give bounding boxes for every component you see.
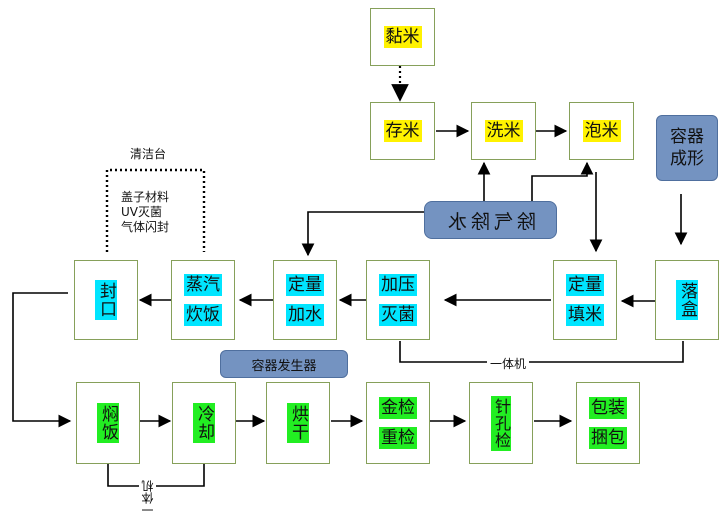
node-jinjian-label-1: 金检	[379, 397, 417, 419]
node-cunmi-label: 存米	[383, 120, 422, 142]
node-fengkou: 封口	[74, 260, 138, 340]
node-ximi: 洗米	[471, 102, 536, 160]
node-rongqi-chengxing: 容器成形	[656, 115, 718, 181]
node-rongqi-fashengqi-label: 容器发生器	[251, 358, 317, 374]
node-jiaya-label-2: 灭菌	[379, 304, 417, 326]
node-luohe: 落盒	[655, 260, 719, 340]
node-paomi-label: 泡米	[582, 120, 621, 142]
label-uv-miejun: UV灭菌	[121, 205, 162, 219]
label-qiti-shanfeng: 气体闪封	[121, 220, 170, 234]
label-yitiji-top: 一体机	[487, 355, 530, 372]
node-baozhuang-label-1: 包装	[589, 397, 627, 419]
node-zhengqi-label-2: 炊饭	[184, 304, 222, 326]
label-gaizi-cailiao: 盖子材料	[121, 190, 170, 204]
bracket-yitiji-bottom	[107, 464, 205, 487]
node-honggan-label: 烘干	[287, 403, 309, 443]
node-paomi: 泡米	[569, 102, 634, 160]
node-honggan: 烘干	[266, 382, 330, 464]
node-rongqi-fashengqi: 容器发生器	[220, 350, 348, 378]
node-zhanmi: 黏米	[370, 8, 435, 66]
node-lengque-label: 冷却	[193, 403, 215, 443]
label-yitiji-bottom: 一体机	[139, 478, 156, 518]
node-jinjian-label-2: 重检	[379, 427, 417, 449]
arrow-chuqi-paomi	[531, 161, 594, 201]
arrow-chuqi-jiashui	[301, 211, 424, 257]
node-chuqi-chushui-label: 除气除水	[444, 210, 537, 233]
node-menfan: 焖饭	[76, 382, 140, 464]
node-jiashui-label-1: 定量	[286, 274, 324, 296]
node-tianmi-label-1: 定量	[566, 274, 604, 296]
node-jiaya-miejun: 加压 灭菌	[366, 260, 430, 340]
node-zhengqi-chuifan: 蒸汽 炊饭	[171, 260, 235, 340]
arrow-fengkou-menfan	[12, 292, 72, 428]
node-chuqi-chushui: 除气除水	[424, 201, 557, 239]
node-menfan-label: 焖饭	[97, 403, 119, 443]
node-zhenkongjian-label: 针孔检	[491, 395, 511, 451]
node-baozhuang-kunbao: 包装 捆包	[576, 382, 640, 464]
node-ximi-label: 洗米	[484, 120, 523, 142]
node-fengkou-label: 封口	[95, 280, 117, 320]
node-rongqi-chengxing-label: 容器成形	[670, 127, 704, 169]
node-dingliang-tianmi: 定量 填米	[553, 260, 617, 340]
node-jiashui-label-2: 加水	[286, 304, 324, 326]
bracket-yitiji-top	[399, 341, 684, 363]
node-jinjian-zhongjian: 金检 重检	[366, 382, 430, 464]
node-baozhuang-label-2: 捆包	[589, 427, 627, 449]
node-dingliang-jiashui: 定量 加水	[273, 260, 337, 340]
node-zhenkongjian: 针孔检	[469, 382, 533, 464]
node-tianmi-label-2: 填米	[566, 304, 604, 326]
label-qingjietai: 清洁台	[130, 147, 167, 161]
node-cunmi: 存米	[370, 102, 435, 160]
node-luohe-label: 落盒	[676, 280, 698, 320]
node-zhanmi-label: 黏米	[383, 26, 422, 48]
node-lengque: 冷却	[172, 382, 236, 464]
node-jiaya-label-1: 加压	[379, 274, 417, 296]
node-zhengqi-label-1: 蒸汽	[184, 274, 222, 296]
bracket-qingjietai	[105, 168, 206, 252]
